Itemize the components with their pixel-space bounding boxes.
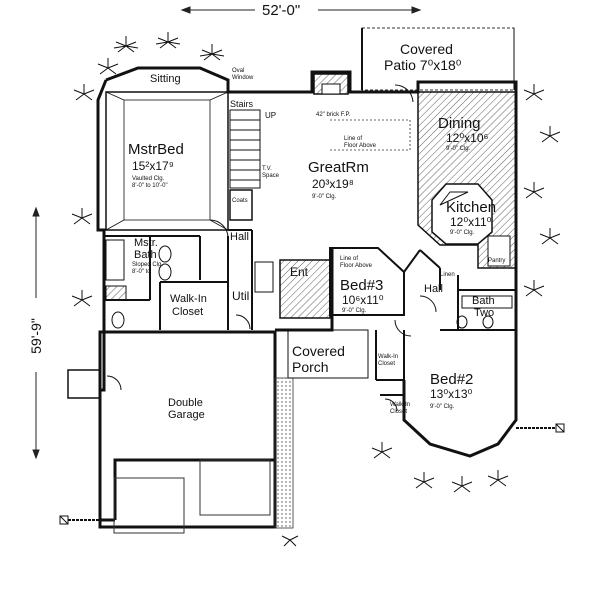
bed3-note: 9'-0" Clg. <box>342 308 367 314</box>
great-room-note: 9'-0" Clg. <box>312 194 337 200</box>
dining-size: 12⁰x10⁶ <box>446 131 489 145</box>
line-floor-above-1: Line of Floor Above <box>344 136 377 149</box>
interior-walls <box>104 229 516 396</box>
width-dimension-line <box>180 6 422 14</box>
covered-porch-label: Covered <box>292 343 345 359</box>
great-room-label: GreatRm <box>308 159 369 176</box>
walkin-closet-label: Walk-In <box>170 293 207 305</box>
depth-dimension-line <box>32 206 40 460</box>
great-room-size: 20³x19⁸ <box>312 177 354 191</box>
oval-window-label: Oval Window <box>232 68 254 81</box>
stairs-block <box>229 109 261 189</box>
dining-note: 9'-0" Clg. <box>446 146 471 152</box>
master-bath-label: Mstr. <box>134 237 158 249</box>
bed2-label: Bed#2 <box>430 371 474 388</box>
entry-label: Ent <box>290 265 309 279</box>
kitchen-island <box>431 183 493 245</box>
util-label: Util <box>232 289 250 303</box>
master-bed-note: Vaulted Clg. 8'-0" to 10'-0" <box>132 176 168 189</box>
bath-two-label: Bath <box>472 295 495 307</box>
covered-patio-label: Covered <box>400 41 453 57</box>
hall-label-1: Hall <box>230 231 249 243</box>
walkin-closet-small-1: Walk-In Closet <box>378 354 399 367</box>
double-garage-label-2: Garage <box>168 409 205 421</box>
bed2-note: 9'-0" Clg. <box>430 404 455 410</box>
covered-porch-label-2: Porch <box>292 359 329 375</box>
kitchen-label: Kitchen <box>446 199 497 216</box>
double-garage-label: Double <box>168 397 203 409</box>
master-bed-label: MstrBed <box>128 141 184 158</box>
line-floor-above-2: Line of Floor Above <box>340 256 373 269</box>
porch-walk <box>274 377 294 529</box>
depth-dimension: 59'-9" <box>28 318 44 354</box>
bed2-size: 13⁰x13⁰ <box>430 387 473 401</box>
tv-space-label: T.V. Space <box>262 166 280 179</box>
coats-label: Coats <box>232 198 248 204</box>
master-bath-note: Sloped Clg. 8'-0" to <box>132 262 164 275</box>
fireplace-symbol <box>313 73 349 95</box>
hall-label-2: Hall <box>424 283 443 295</box>
door-swings <box>106 84 437 412</box>
pantry-label: Pantry <box>488 258 506 264</box>
sitting-label: Sitting <box>150 73 181 85</box>
dining-label: Dining <box>438 115 481 132</box>
walkin-closet-small-2: Walk-In Closet <box>390 402 411 415</box>
covered-patio-size: Patio 7⁰x18⁰ <box>384 57 462 73</box>
master-bath-label-2: Bath <box>134 249 157 261</box>
kitchen-size: 12⁰x11⁰ <box>450 215 492 229</box>
master-bed-size: 15²x17⁹ <box>132 159 174 173</box>
entry-floor <box>279 259 331 319</box>
kitchen-note: 9'-0" Clg. <box>450 230 475 236</box>
walkin-closet-label-2: Closet <box>172 306 204 318</box>
bed3-size: 10⁶x11⁰ <box>342 293 384 307</box>
linen-label: Linen <box>440 272 455 278</box>
garage-box <box>98 330 277 529</box>
landscape-plants <box>71 32 561 547</box>
fireplace-label: 42" brick F.P. <box>316 112 351 118</box>
bed3-label: Bed#3 <box>340 277 384 294</box>
bath-two-label-2: Two <box>474 307 495 319</box>
bath-fixtures <box>105 239 513 329</box>
width-dimension: 52'-0" <box>262 2 301 19</box>
stairs-label: Stairs <box>230 99 254 109</box>
up-label: UP <box>265 111 277 120</box>
